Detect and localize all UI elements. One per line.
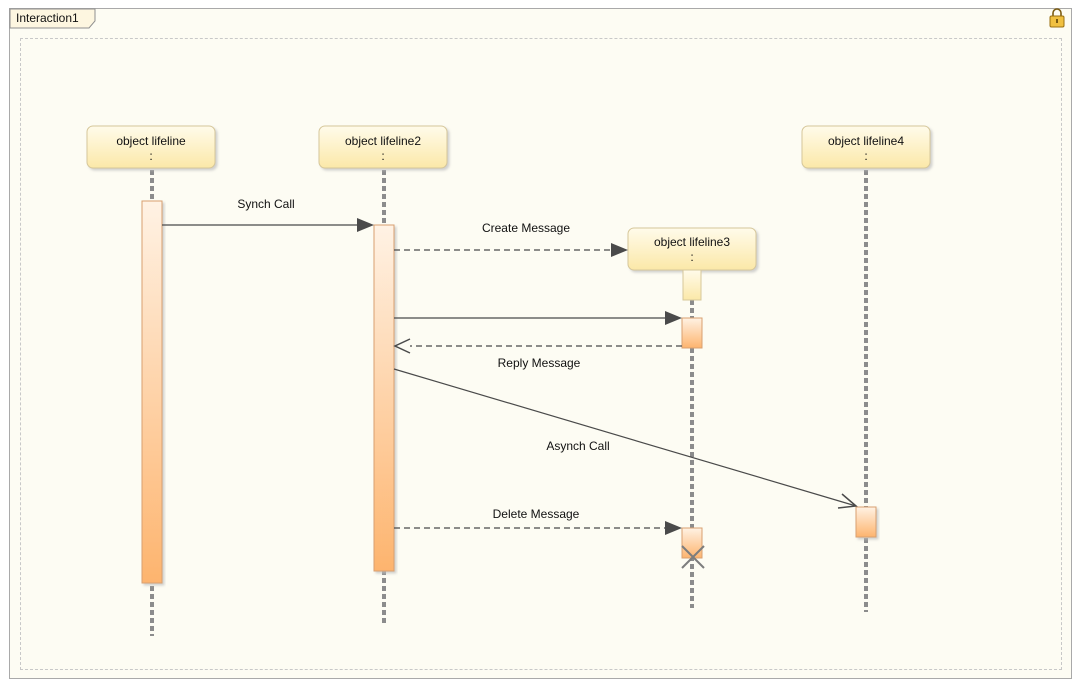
activation-1[interactable] [141,200,163,584]
lifeline-4-name: object lifeline4 [828,134,904,148]
activation-3-end[interactable] [681,527,703,559]
message-asynch-call[interactable] [393,368,858,509]
frame-title-tab [9,8,96,29]
message-create[interactable] [394,243,628,257]
padlock-icon[interactable] [1049,8,1065,28]
lifeline-2-suffix: : [381,149,384,163]
lifeline-1-name: object lifeline [116,134,186,148]
message-synch-2[interactable] [394,311,682,325]
frame-title: Interaction1 [16,11,79,25]
interaction-frame [9,8,1072,679]
activation-4[interactable] [855,506,877,538]
message-create-label: Create Message [482,221,570,235]
lifeline-4-suffix: : [864,149,867,163]
lifeline-3-name: object lifeline3 [654,235,730,249]
activation-3[interactable] [681,317,703,349]
message-reply[interactable] [393,338,682,354]
lifeline-3-connector [682,269,702,301]
activation-2[interactable] [373,224,395,572]
lifeline-3-suffix: : [690,250,693,264]
lifeline-1-suffix: : [149,149,152,163]
message-asynch-call-label: Asynch Call [546,439,609,453]
interaction-frame-inner-border [20,38,1062,670]
message-delete[interactable] [394,521,682,535]
lifeline-head-1[interactable] [86,125,216,169]
lifeline-2-name: object lifeline2 [345,134,421,148]
message-delete-label: Delete Message [493,507,580,521]
message-synch-call-label: Synch Call [237,197,294,211]
lifeline-head-4[interactable] [801,125,931,169]
message-synch-call[interactable] [162,218,374,232]
destroy-x-icon [681,545,705,569]
message-reply-label: Reply Message [498,356,581,370]
lifeline-head-2[interactable] [318,125,448,169]
